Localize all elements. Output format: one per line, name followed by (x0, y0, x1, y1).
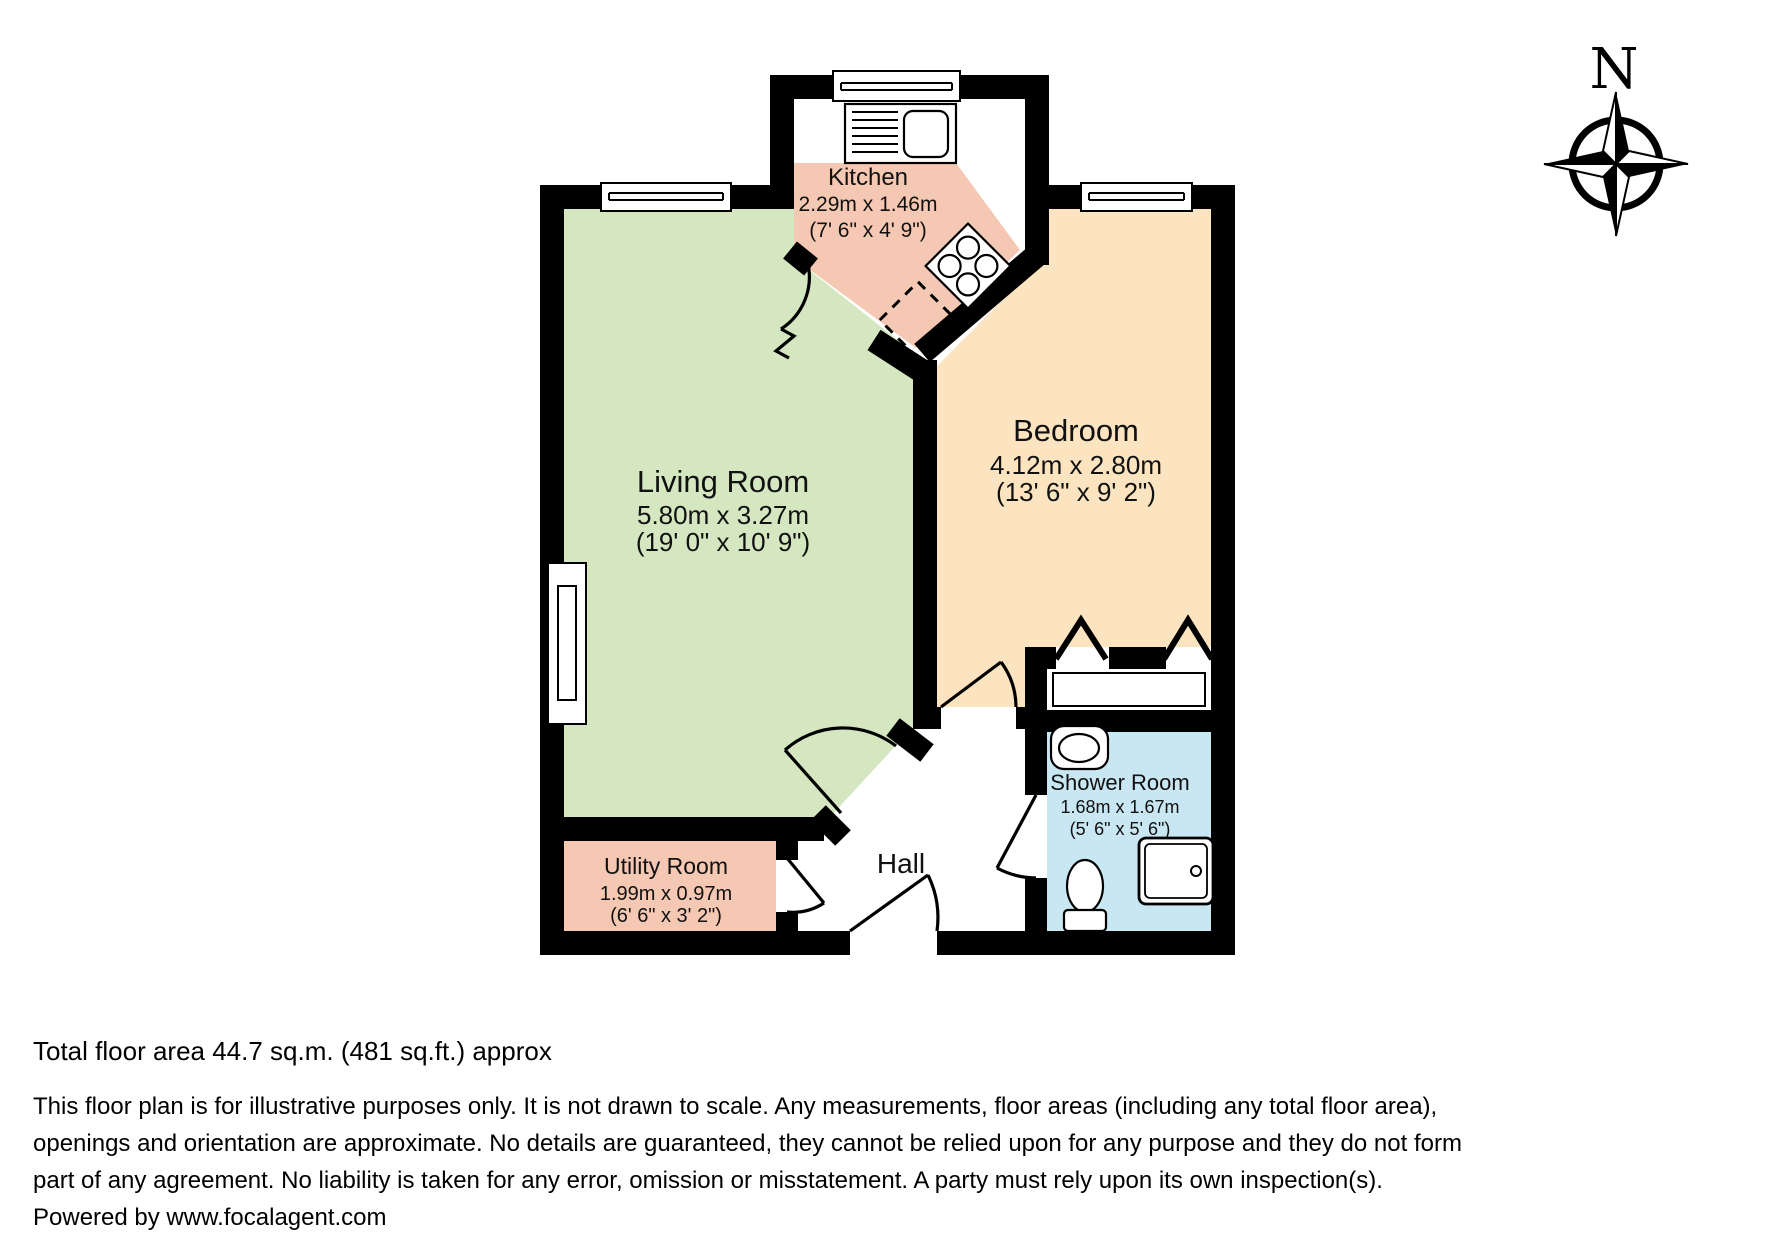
bedroom-imperial: (13' 6" x 9' 2") (996, 477, 1156, 507)
hall-label: Hall (877, 848, 925, 879)
disclaimer-line: Powered by www.focalagent.com (33, 1204, 387, 1231)
window-living-room (600, 182, 732, 212)
disclaimer-line: part of any agreement. No liability is t… (33, 1167, 1383, 1194)
utility-room-metric: 1.99m x 0.97m (600, 883, 732, 905)
entrance-door (849, 873, 940, 933)
north-label: N (1590, 37, 1639, 102)
room-floors (564, 163, 1211, 931)
kitchen-sink-icon (843, 102, 958, 165)
utility-room-door (785, 856, 826, 914)
kitchen-metric: 2.29m x 1.46m (799, 193, 938, 216)
kitchen-label: Kitchen (828, 164, 908, 191)
total-floor-area: Total floor area 44.7 sq.m. (481 sq.ft.)… (33, 1036, 552, 1066)
bedroom-door (940, 660, 1018, 709)
kitchen-door (773, 263, 811, 360)
bedroom-floor (937, 209, 1211, 707)
shower-room-imperial: (5' 6" x 5' 6") (1070, 819, 1171, 839)
shower-tray-icon (1137, 836, 1215, 906)
wardrobe (1047, 669, 1211, 710)
utility-room-label: Utility Room (604, 853, 728, 879)
wardrobe-chevron-icon (1053, 614, 1109, 661)
living-room-metric: 5.80m x 3.27m (637, 500, 809, 530)
wall-recess (547, 562, 587, 725)
window-bedroom (1080, 182, 1193, 212)
toilet-icon (1062, 858, 1108, 933)
living-room-door (783, 726, 897, 815)
wash-basin-icon (1049, 724, 1110, 771)
wardrobe-chevron-icon (1161, 614, 1215, 661)
kitchen-imperial: (7' 6" x 4' 9") (809, 219, 926, 242)
shower-room-label: Shower Room (1050, 770, 1189, 795)
disclaimer-line: openings and orientation are approximate… (33, 1130, 1462, 1157)
shower-room-metric: 1.68m x 1.67m (1060, 797, 1179, 817)
room-labels: Living Room 5.80m x 3.27m (19' 0" x 10' … (600, 164, 1190, 927)
bedroom-label: Bedroom (1013, 413, 1139, 448)
living-room-label: Living Room (637, 464, 809, 499)
bedroom-metric: 4.12m x 2.80m (990, 450, 1162, 480)
walls (540, 75, 1235, 955)
appliance-dashed-icon (877, 279, 959, 361)
utility-room-floor (564, 841, 776, 931)
living-room-floor (564, 209, 913, 817)
compass-icon: N (1543, 37, 1689, 237)
living-room-imperial: (19' 0" x 10' 9") (636, 527, 810, 557)
shower-room-door (995, 794, 1038, 880)
window-kitchen (832, 70, 961, 102)
hob-icon (924, 222, 1012, 310)
disclaimer: This floor plan is for illustrative purp… (33, 1088, 1462, 1236)
utility-room-imperial: (6' 6" x 3' 2") (610, 905, 722, 927)
disclaimer-line: This floor plan is for illustrative purp… (33, 1093, 1438, 1120)
